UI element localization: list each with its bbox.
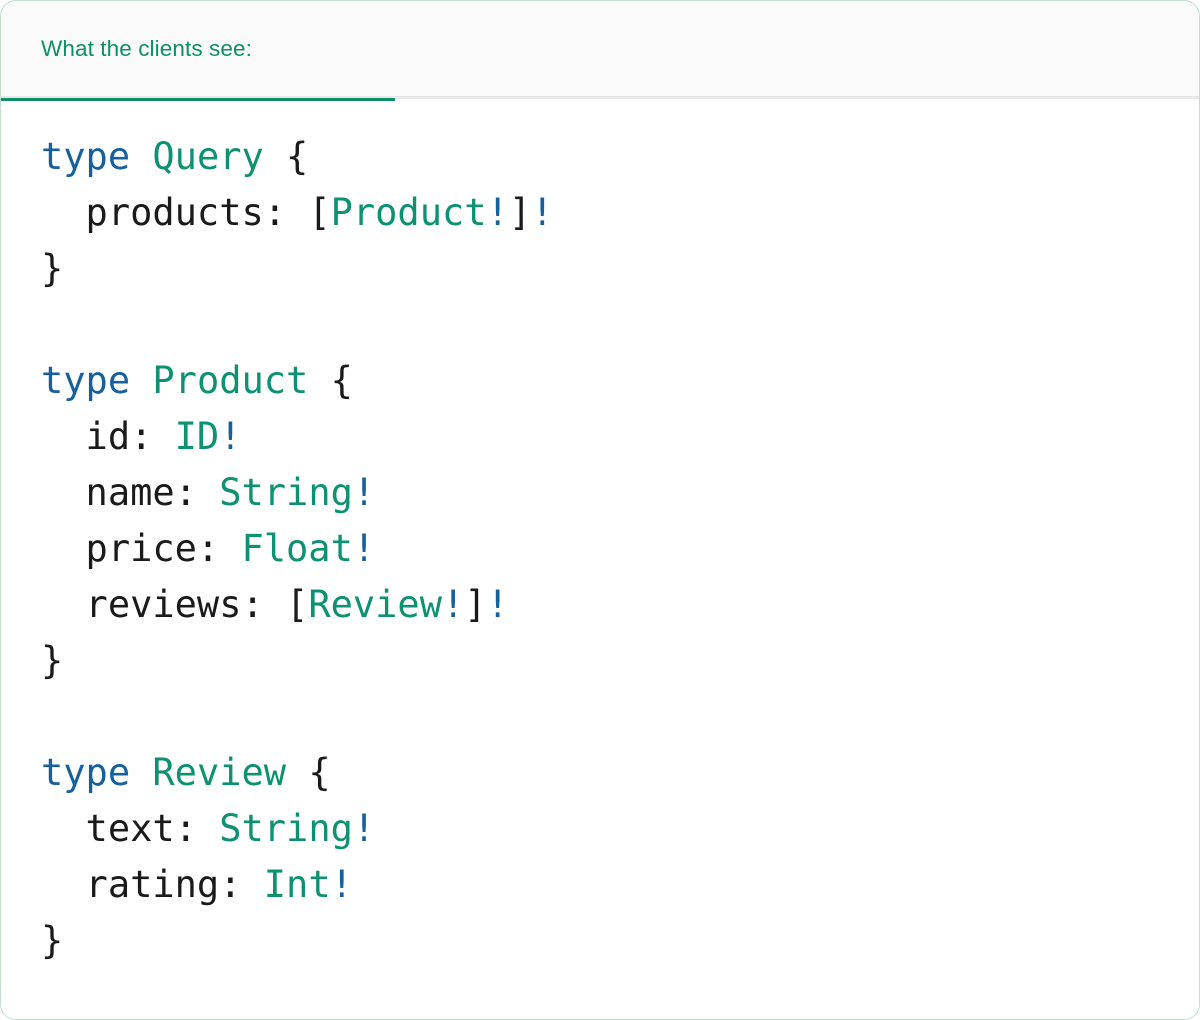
code-token-kw: type <box>41 135 131 178</box>
code-token-plain: name: <box>41 471 220 514</box>
code-token-plain: products: <box>41 191 309 234</box>
code-token-plain <box>130 135 152 178</box>
code-token-punct: } <box>41 919 64 962</box>
code-token-type: Int <box>263 863 331 906</box>
code-token-plain: id: <box>41 415 175 458</box>
code-token-type: Review <box>152 751 287 794</box>
code-token-plain: text: <box>41 807 220 850</box>
tab-bar: What the clients see: <box>1 1 1199 101</box>
code-token-type: String <box>219 807 353 850</box>
code-line <box>41 297 1199 353</box>
code-line: type Product { <box>41 353 1199 409</box>
code-token-bang: ! <box>352 807 376 850</box>
code-panel: type Query { products: [Product!]!} type… <box>1 99 1199 1018</box>
code-token-type: String <box>219 471 353 514</box>
code-token-plain: rating: <box>41 863 264 906</box>
code-line: } <box>41 241 1199 297</box>
code-line: products: [Product!]! <box>41 185 1199 241</box>
code-token-kw: type <box>41 359 131 402</box>
code-token-type: Product <box>330 191 487 234</box>
code-token-punct: ] <box>464 583 487 626</box>
code-token-plain <box>130 751 152 794</box>
code-line: } <box>41 913 1199 969</box>
code-line: } <box>41 633 1199 689</box>
code-token-bang: ! <box>352 527 376 570</box>
code-token-punct: { <box>286 751 331 794</box>
tab-label: What the clients see: <box>41 35 252 61</box>
code-token-plain <box>130 359 152 402</box>
code-token-type: Review <box>308 583 442 626</box>
code-line: id: ID! <box>41 409 1199 465</box>
code-token-punct: [ <box>286 583 309 626</box>
code-token-bang: ! <box>531 191 554 234</box>
code-token-type: Float <box>241 527 353 570</box>
code-token-kw: type <box>41 751 131 794</box>
code-line: rating: Int! <box>41 857 1199 913</box>
code-token-bang: ! <box>330 863 353 906</box>
code-line: text: String! <box>41 801 1199 857</box>
code-token-punct: ] <box>508 191 532 234</box>
code-token-punct: { <box>263 135 309 178</box>
code-token-type: ID <box>174 415 220 458</box>
code-token-type: Product <box>152 359 309 402</box>
code-token-bang: ! <box>486 583 509 626</box>
code-token-plain: reviews: <box>41 583 287 626</box>
code-token-punct: { <box>308 359 353 402</box>
code-line: name: String! <box>41 465 1199 521</box>
code-token-bang: ! <box>486 191 509 234</box>
code-token-type: Query <box>152 135 264 178</box>
code-line: type Review { <box>41 745 1199 801</box>
graphql-schema-code[interactable]: type Query { products: [Product!]!} type… <box>41 129 1199 969</box>
code-line: type Query { <box>41 129 1199 185</box>
tab-what-the-clients-see[interactable]: What the clients see: <box>1 1 395 101</box>
code-token-bang: ! <box>352 471 376 514</box>
code-token-bang: ! <box>441 583 465 626</box>
code-content: type Query { products: [Product!]!} type… <box>41 129 1199 969</box>
code-line: reviews: [Review!]! <box>41 577 1199 633</box>
code-token-punct: } <box>41 247 64 290</box>
code-token-bang: ! <box>219 415 242 458</box>
code-line <box>41 689 1199 745</box>
code-token-plain: price: <box>41 527 242 570</box>
code-token-punct: [ <box>308 191 331 234</box>
code-line: price: Float! <box>41 521 1199 577</box>
code-token-punct: } <box>41 639 64 682</box>
